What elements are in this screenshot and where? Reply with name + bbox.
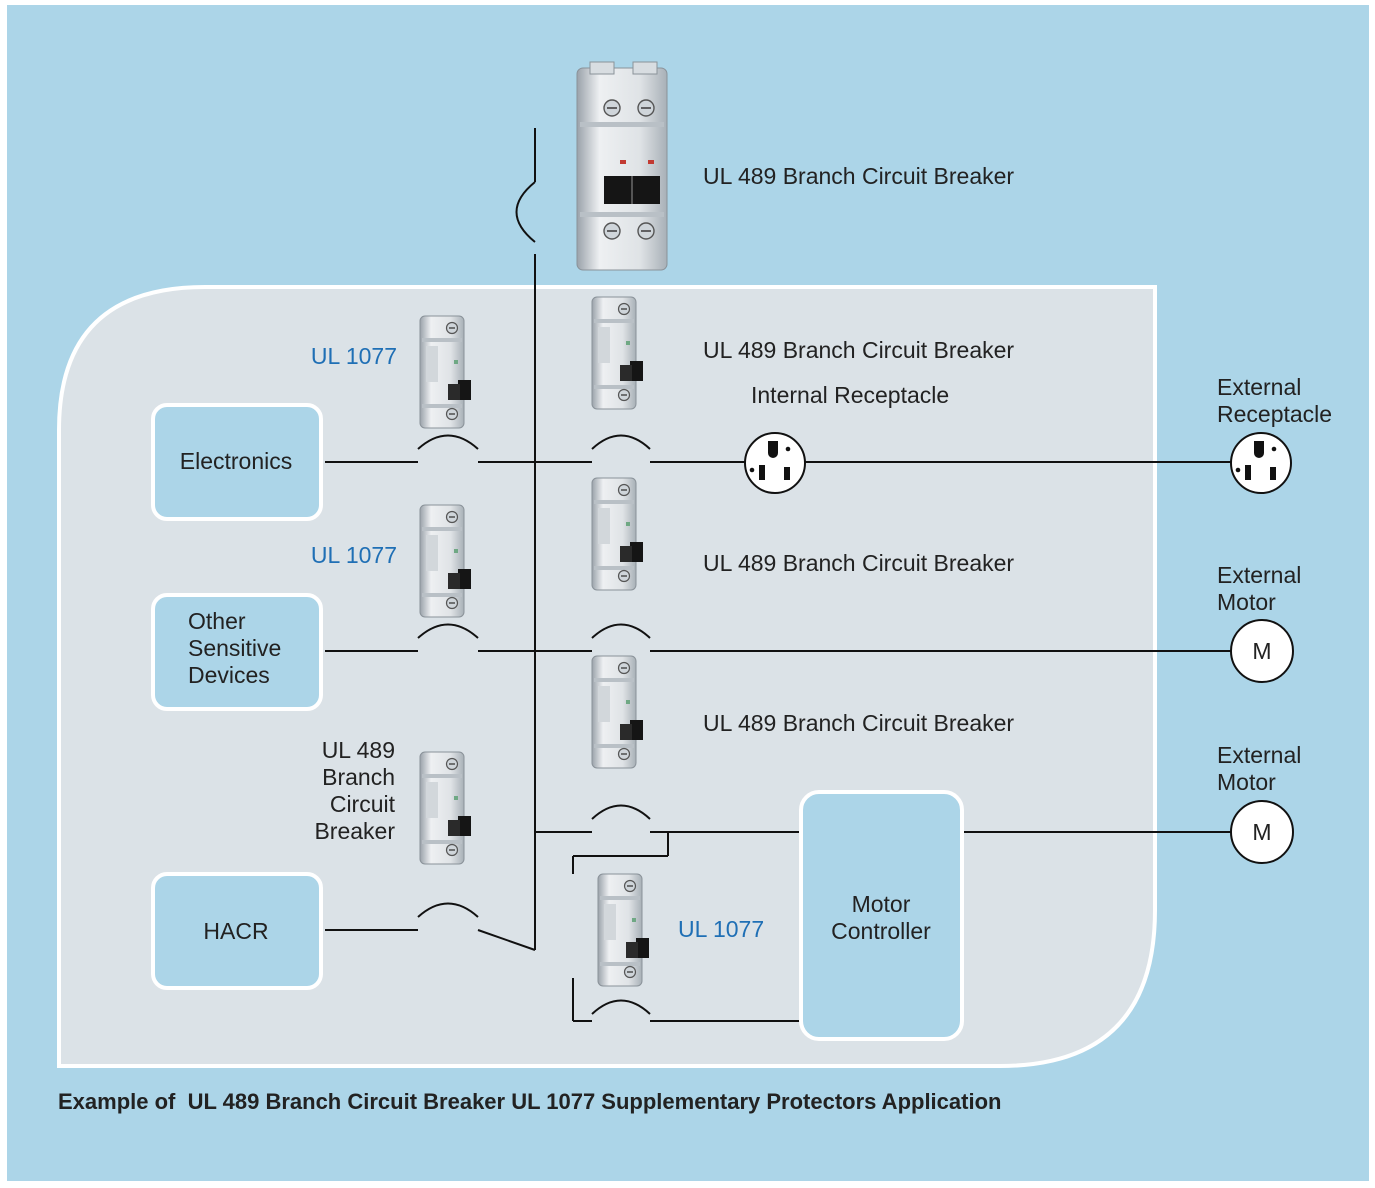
other-sensitive-label-line3: Devices [188,662,270,688]
hacr-box [151,872,323,990]
motor-controller-label-line2: Controller [831,918,931,944]
external-motor-2-symbol: M [1230,800,1294,864]
internal-receptacle-symbol [744,432,806,494]
motor-2-symbol-label: M [1252,819,1271,845]
hacr-breaker-label-line3: Circuit [330,791,396,817]
supplementary-3-image [597,873,650,987]
other-sensitive-label-line2: Sensitive [188,635,281,661]
other-sensitive-box [151,593,323,711]
branch-breaker-2-label: UL 489 Branch Circuit Breaker [703,550,1014,576]
external-motor-1-label-line2: Motor [1217,589,1276,615]
branch-breaker-2-image [591,477,644,591]
external-motor-1-symbol: M [1230,619,1294,683]
branch-breaker-1-image [591,296,644,410]
diagram-caption: Example of UL 489 Branch Circuit Breaker… [58,1089,1001,1114]
supplementary-2-label: UL 1077 [311,542,397,568]
supplementary-1-label: UL 1077 [311,343,397,369]
main-breaker-image [576,61,668,271]
branch-breaker-3-image [591,655,644,769]
hacr-breaker-label-line2: Branch [322,764,395,790]
branch-breaker-3-label: UL 489 Branch Circuit Breaker [703,710,1014,736]
wiring [325,128,1231,1022]
external-motor-2-label-line1: External [1217,742,1301,768]
motor-1-symbol-label: M [1252,638,1271,664]
supplementary-1-image [419,315,472,429]
external-receptacle-label-line1: External [1217,374,1301,400]
other-sensitive-label-line1: Other [188,608,246,634]
internal-receptacle-label: Internal Receptacle [751,382,949,408]
supplementary-3-label: UL 1077 [678,916,764,942]
electronics-label: Electronics [180,448,292,474]
hacr-label: HACR [203,918,268,944]
motor-controller-label-line1: Motor [852,891,911,917]
external-receptacle-label-line2: Receptacle [1217,401,1332,427]
external-receptacle-symbol [1230,432,1292,494]
external-motor-2-label-line2: Motor [1217,769,1276,795]
main-breaker-label: UL 489 Branch Circuit Breaker [703,163,1014,189]
hacr-breaker-label-line4: Breaker [314,818,395,844]
external-motor-1-label-line1: External [1217,562,1301,588]
hacr-breaker-image [419,751,472,865]
hacr-breaker-label-line1: UL 489 [322,737,395,763]
supplementary-2-image [419,504,472,618]
electronics-box [151,403,323,521]
branch-breaker-1-label: UL 489 Branch Circuit Breaker [703,337,1014,363]
motor-controller-box [799,790,964,1041]
